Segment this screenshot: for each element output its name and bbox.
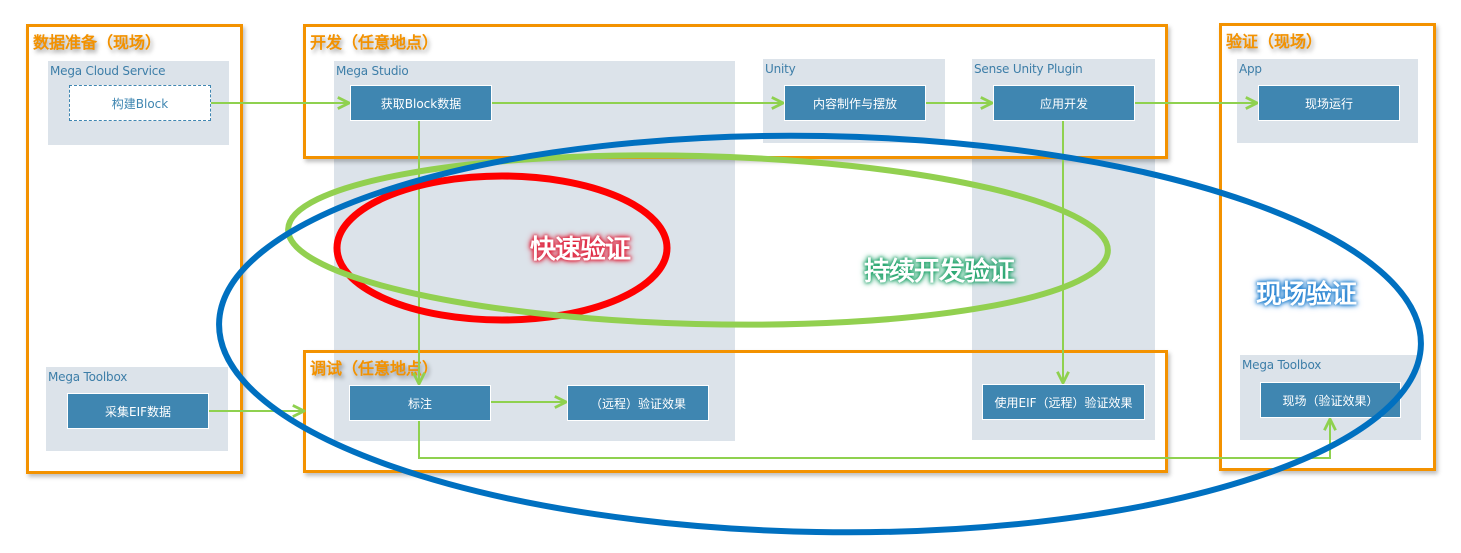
node-get-block-data[interactable]: 获取Block数据 bbox=[350, 85, 492, 121]
group-title: 开发（任意地点） bbox=[310, 33, 439, 52]
node-onsite-run[interactable]: 现场运行 bbox=[1258, 85, 1400, 121]
region-label-onsite-verify: 现场验证 bbox=[1256, 280, 1357, 310]
node-onsite-verify[interactable]: 现场（验证效果） bbox=[1260, 382, 1401, 418]
group-title: 调试（任意地点） bbox=[310, 359, 439, 378]
region-label-continuous-verify: 持续开发验证 bbox=[864, 257, 1015, 287]
region-label-quick-verify: 快速验证 bbox=[530, 235, 631, 265]
node-content-create[interactable]: 内容制作与摆放 bbox=[784, 85, 926, 121]
panel-label: App bbox=[1239, 62, 1262, 76]
panel-label: Unity bbox=[765, 62, 796, 76]
node-build-block[interactable]: 构建Block bbox=[69, 85, 211, 121]
node-collect-eif[interactable]: 采集EIF数据 bbox=[67, 393, 209, 429]
group-title: 验证（现场） bbox=[1226, 32, 1323, 51]
node-eif-remote-verify[interactable]: 使用EIF（远程）验证效果 bbox=[982, 384, 1145, 420]
node-annotate[interactable]: 标注 bbox=[349, 385, 491, 421]
panel-label: Mega Toolbox bbox=[48, 370, 128, 384]
panel-label: Mega Cloud Service bbox=[50, 64, 166, 78]
panel-label: Sense Unity Plugin bbox=[974, 62, 1083, 76]
node-remote-verify[interactable]: （远程）验证效果 bbox=[567, 385, 709, 421]
node-app-dev[interactable]: 应用开发 bbox=[993, 85, 1135, 121]
group-title: 数据准备（现场） bbox=[33, 33, 162, 52]
panel-label: Mega Studio bbox=[336, 64, 409, 78]
